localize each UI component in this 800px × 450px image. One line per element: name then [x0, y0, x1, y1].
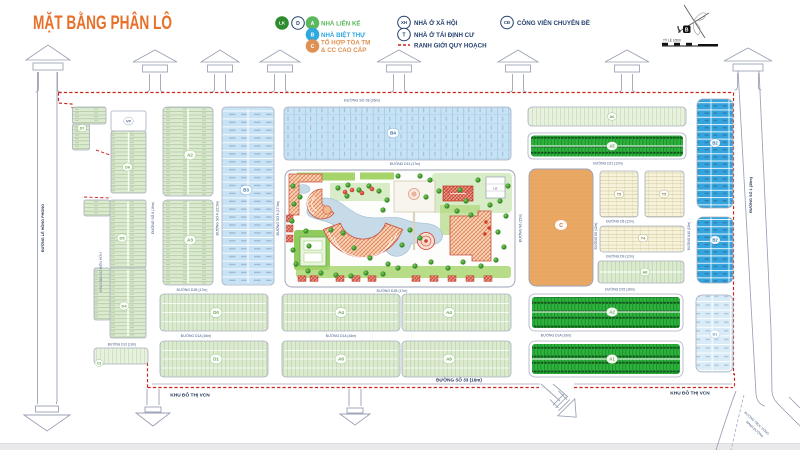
svg-text:XH: XH — [401, 20, 407, 25]
svg-text:ĐƯỜNG D13 (17m): ĐƯỜNG D13 (17m) — [390, 161, 420, 166]
svg-text:ĐƯỜNG SỐ 33 (16m): ĐƯỜNG SỐ 33 (16m) — [436, 376, 482, 383]
svg-text:T5: T5 — [617, 192, 621, 196]
svg-text:D: D — [296, 21, 300, 27]
svg-text:A: A — [311, 21, 315, 27]
svg-text:ĐƯỜNG SỐ 4 (22.5m): ĐƯỜNG SỐ 4 (22.5m) — [215, 201, 220, 236]
svg-text:A6: A6 — [610, 115, 615, 119]
svg-text:KHU ĐÔ THỊ VCN: KHU ĐÔ THỊ VCN — [170, 391, 210, 399]
svg-text:A2: A2 — [609, 310, 615, 315]
svg-text:NHÀ Ở TÁI ĐỊNH CƯ: NHÀ Ở TÁI ĐỊNH CƯ — [414, 32, 475, 39]
svg-text:ĐƯỜNG SỐ 6 (17.5m): ĐƯỜNG SỐ 6 (17.5m) — [275, 201, 280, 236]
svg-text:A1: A1 — [609, 357, 615, 362]
svg-text:B4: B4 — [390, 131, 396, 136]
svg-text:ĐƯỜNG SỐ 8 (16m): ĐƯỜNG SỐ 8 (16m) — [150, 202, 155, 234]
svg-text:C: C — [311, 44, 315, 50]
svg-text:ĐƯỜNG SỐ 28 (26m): ĐƯỜNG SỐ 28 (26m) — [344, 98, 380, 103]
svg-text:& CC CAO CẤP: & CC CAO CẤP — [321, 47, 366, 54]
svg-text:D1: D1 — [213, 357, 219, 362]
svg-text:D6: D6 — [125, 164, 131, 169]
svg-text:T5: T5 — [662, 192, 666, 196]
svg-text:A8: A8 — [643, 270, 648, 274]
svg-text:ĐƯỜNG D21 (12m): ĐƯỜNG D21 (12m) — [593, 161, 622, 166]
svg-text:LK: LK — [279, 21, 286, 26]
svg-text:KHU ĐÔ THỊ VCN: KHU ĐÔ THỊ VCN — [670, 389, 710, 397]
svg-text:ĐƯỜNG N6 (25m): ĐƯỜNG N6 (25m) — [518, 214, 523, 242]
svg-text:B: B — [311, 32, 315, 38]
svg-text:D0: D0 — [213, 310, 219, 315]
svg-text:ĐƯỜNG D15 (16m): ĐƯỜNG D15 (16m) — [605, 287, 634, 292]
svg-text:ĐƯỜNG D1A (16m): ĐƯỜNG D1A (16m) — [326, 333, 356, 338]
svg-text:A4: A4 — [338, 310, 344, 315]
svg-text:T4: T4 — [641, 236, 646, 240]
svg-text:TỶ LỆ 1/500: TỶ LỆ 1/500 — [663, 38, 681, 43]
svg-text:ĐƯỜNG LÊ HỒNG PHONG: ĐƯỜNG LÊ HỒNG PHONG — [40, 204, 45, 252]
svg-text:A6: A6 — [446, 357, 452, 362]
svg-text:ĐƯỜNG D1B (17m): ĐƯỜNG D1B (17m) — [177, 287, 208, 292]
svg-text:A5: A5 — [609, 144, 615, 149]
svg-text:ĐƯỜNG SỐ 1 (30m): ĐƯỜNG SỐ 1 (30m) — [748, 176, 753, 212]
svg-text:ĐƯỜNG D1B (17m): ĐƯỜNG D1B (17m) — [377, 288, 408, 293]
svg-text:CÔNG VIÊN CHUYÊN ĐỀ: CÔNG VIÊN CHUYÊN ĐỀ — [517, 19, 590, 27]
svg-text:MẶT BẰNG PHÂN LÔ: MẶT BẰNG PHÂN LÔ — [33, 12, 172, 34]
svg-text:B2: B2 — [712, 238, 718, 243]
svg-text:ĐƯỜNG D1A (16m): ĐƯỜNG D1A (16m) — [541, 333, 571, 338]
svg-text:ĐƯỜNG D9 (12m): ĐƯỜNG D9 (12m) — [606, 254, 634, 259]
svg-text:B3: B3 — [243, 188, 249, 193]
svg-text:ĐƯỜNG D12 (12m): ĐƯỜNG D12 (12m) — [108, 342, 136, 347]
svg-text:A3: A3 — [187, 238, 193, 243]
svg-text:RANH GIỚI QUY HOẠCH: RANH GIỚI QUY HOẠCH — [414, 42, 487, 50]
svg-text:TỔ HỢP TÒA TM: TỔ HỢP TÒA TM — [321, 39, 370, 47]
svg-text:NHÀ BIỆT THỰ: NHÀ BIỆT THỰ — [321, 31, 366, 39]
svg-text:KHU DÂN CƯ HIỆN HỮU: KHU DÂN CƯ HIỆN HỮU — [98, 252, 103, 292]
svg-text:ĐƯỜNG N9 (12m): ĐƯỜNG N9 (12m) — [593, 223, 598, 250]
svg-text:C: C — [559, 223, 563, 229]
svg-text:B2: B2 — [712, 141, 718, 146]
svg-text:NHÀ Ở XÃ HỘI: NHÀ Ở XÃ HỘI — [414, 19, 458, 27]
svg-text:A2: A2 — [187, 153, 193, 158]
svg-text:ĐƯỜNG D1A (16m): ĐƯỜNG D1A (16m) — [181, 333, 211, 338]
svg-text:D5: D5 — [119, 235, 125, 240]
svg-text:CĐ: CĐ — [504, 20, 510, 25]
svg-text:B: B — [685, 28, 689, 34]
svg-text:VP: VP — [126, 118, 132, 123]
svg-text:D7: D7 — [80, 126, 85, 130]
svg-text:D4: D4 — [121, 303, 127, 308]
svg-text:ĐƯỜNG D5 (12m): ĐƯỜNG D5 (12m) — [606, 219, 634, 224]
svg-text:HT: HT — [493, 187, 498, 191]
svg-text:ĐƯỜNG N10 (12m): ĐƯỜNG N10 (12m) — [686, 222, 691, 250]
svg-text:A4: A4 — [446, 310, 452, 315]
svg-text:C3: C3 — [97, 361, 102, 365]
svg-text:A6: A6 — [338, 357, 344, 362]
svg-text:NHÀ LIÊN KẾ: NHÀ LIÊN KẾ — [321, 20, 361, 28]
svg-text:T: T — [402, 32, 406, 38]
svg-text:B1: B1 — [712, 331, 718, 336]
